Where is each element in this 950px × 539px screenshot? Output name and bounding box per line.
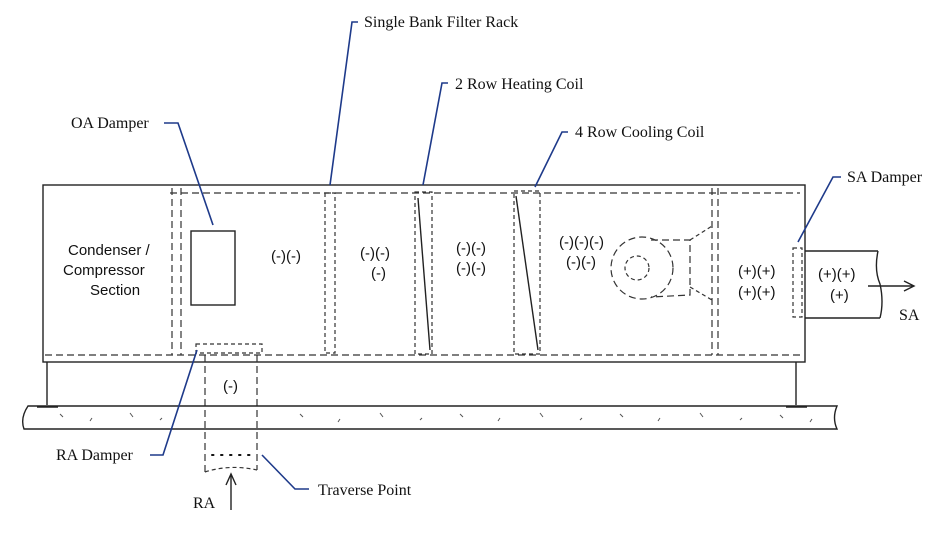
leader-cooling-coil bbox=[534, 131, 568, 188]
label-4-row-cooling-coil: 4 Row Cooling Coil bbox=[575, 124, 705, 141]
unit-casing bbox=[42, 184, 806, 363]
heating-coil-diagonal bbox=[417, 197, 431, 351]
fan-brace-top bbox=[689, 225, 713, 241]
pressure-supply-duct-line1: (+)(+) bbox=[818, 266, 856, 283]
pressure-oa-section: (-)(-) bbox=[271, 248, 301, 265]
leader-ra-damper bbox=[150, 349, 198, 456]
label-ra-damper: RA Damper bbox=[56, 447, 134, 464]
fan-outlet bbox=[650, 239, 691, 298]
label-condenser-line1: Condenser / bbox=[68, 242, 151, 259]
cooling-coil bbox=[513, 190, 541, 355]
label-traverse-point: Traverse Point bbox=[318, 482, 412, 499]
leader-traverse-point bbox=[261, 454, 309, 490]
pressure-fan-discharge-line1: (+)(+) bbox=[738, 263, 776, 280]
label-sa-damper: SA Damper bbox=[847, 169, 923, 186]
pressure-filter-line2: (-) bbox=[371, 265, 386, 282]
ra-arrow-head bbox=[225, 472, 237, 486]
filter-rack bbox=[324, 192, 336, 354]
pressure-cooling-line1: (-)(-)(-) bbox=[559, 234, 604, 251]
label-single-bank-filter-rack: Single Bank Filter Rack bbox=[364, 14, 518, 31]
concrete-pad bbox=[21, 405, 839, 430]
label-oa-damper: OA Damper bbox=[71, 115, 149, 132]
sa-arrow-head bbox=[903, 280, 916, 292]
sa-damper bbox=[792, 247, 803, 318]
label-ra: RA bbox=[193, 495, 216, 512]
pressure-fan-discharge-line2: (+)(+) bbox=[738, 284, 776, 301]
label-condenser-line3: Section bbox=[90, 282, 140, 299]
label-condenser-line2: Compressor bbox=[63, 262, 145, 279]
heating-coil bbox=[414, 191, 433, 355]
leader-sa-damper bbox=[797, 176, 841, 243]
fan-scroll bbox=[610, 236, 674, 300]
pressure-supply-duct-line2: (+) bbox=[830, 287, 849, 304]
leader-lines bbox=[150, 21, 841, 490]
concrete-texture bbox=[59, 412, 813, 423]
fan-brace-bottom bbox=[689, 286, 713, 301]
pressure-heating-line2: (-)(-) bbox=[456, 260, 486, 277]
return-duct-break bbox=[204, 466, 258, 473]
supply-duct-break bbox=[875, 250, 883, 319]
pressure-filter-line1: (-)(-) bbox=[360, 245, 390, 262]
ra-damper bbox=[195, 343, 263, 354]
pressure-cooling-line2: (-)(-) bbox=[566, 254, 596, 271]
leader-heating-coil bbox=[422, 82, 448, 186]
leader-filter-rack bbox=[329, 21, 358, 186]
cooling-coil-diagonal bbox=[515, 195, 539, 351]
leader-oa-damper bbox=[164, 122, 214, 226]
label-sa: SA bbox=[899, 307, 920, 324]
oa-damper bbox=[190, 230, 236, 306]
pressure-return-duct: (-) bbox=[223, 378, 238, 395]
pressure-heating-line1: (-)(-) bbox=[456, 240, 486, 257]
fan-wheel bbox=[624, 255, 650, 281]
label-2-row-heating-coil: 2 Row Heating Coil bbox=[455, 76, 584, 93]
